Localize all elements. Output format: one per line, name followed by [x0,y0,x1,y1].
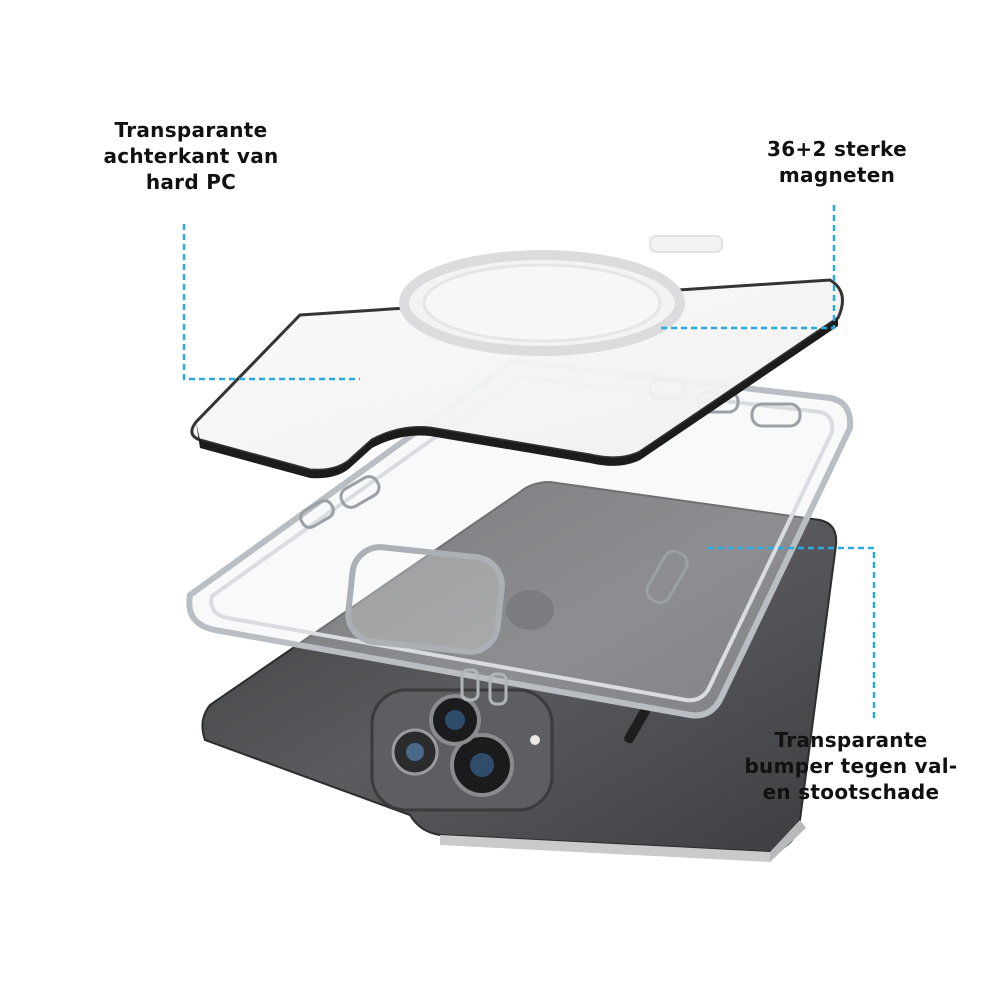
label-magnets: 36+2 sterke magneten [752,136,922,188]
callout-line-magnets [660,205,836,330]
label-magnets-line-1: 36+2 sterke [767,137,907,161]
label-bumper: Transparante bumper tegen val- en stoots… [742,727,960,805]
label-back-plate: Transparante achterkant van hard PC [96,117,286,195]
label-bumper-line-3: en stootschade [762,780,940,804]
label-back-line-3: hard PC [145,170,237,194]
phone [201,480,838,862]
label-bumper-line-1: Transparante [774,728,928,752]
label-bumper-line-2: bumper tegen val- [744,754,958,778]
camera-module [370,688,554,812]
label-back-line-1: Transparante [114,118,268,142]
label-magnets-line-2: magneten [778,163,896,187]
callout-lines [182,205,876,718]
label-back-line-2: achterkant van [103,144,279,168]
callout-line-back [182,224,360,381]
callout-line-bumper [708,546,876,718]
back-plate [190,235,844,479]
